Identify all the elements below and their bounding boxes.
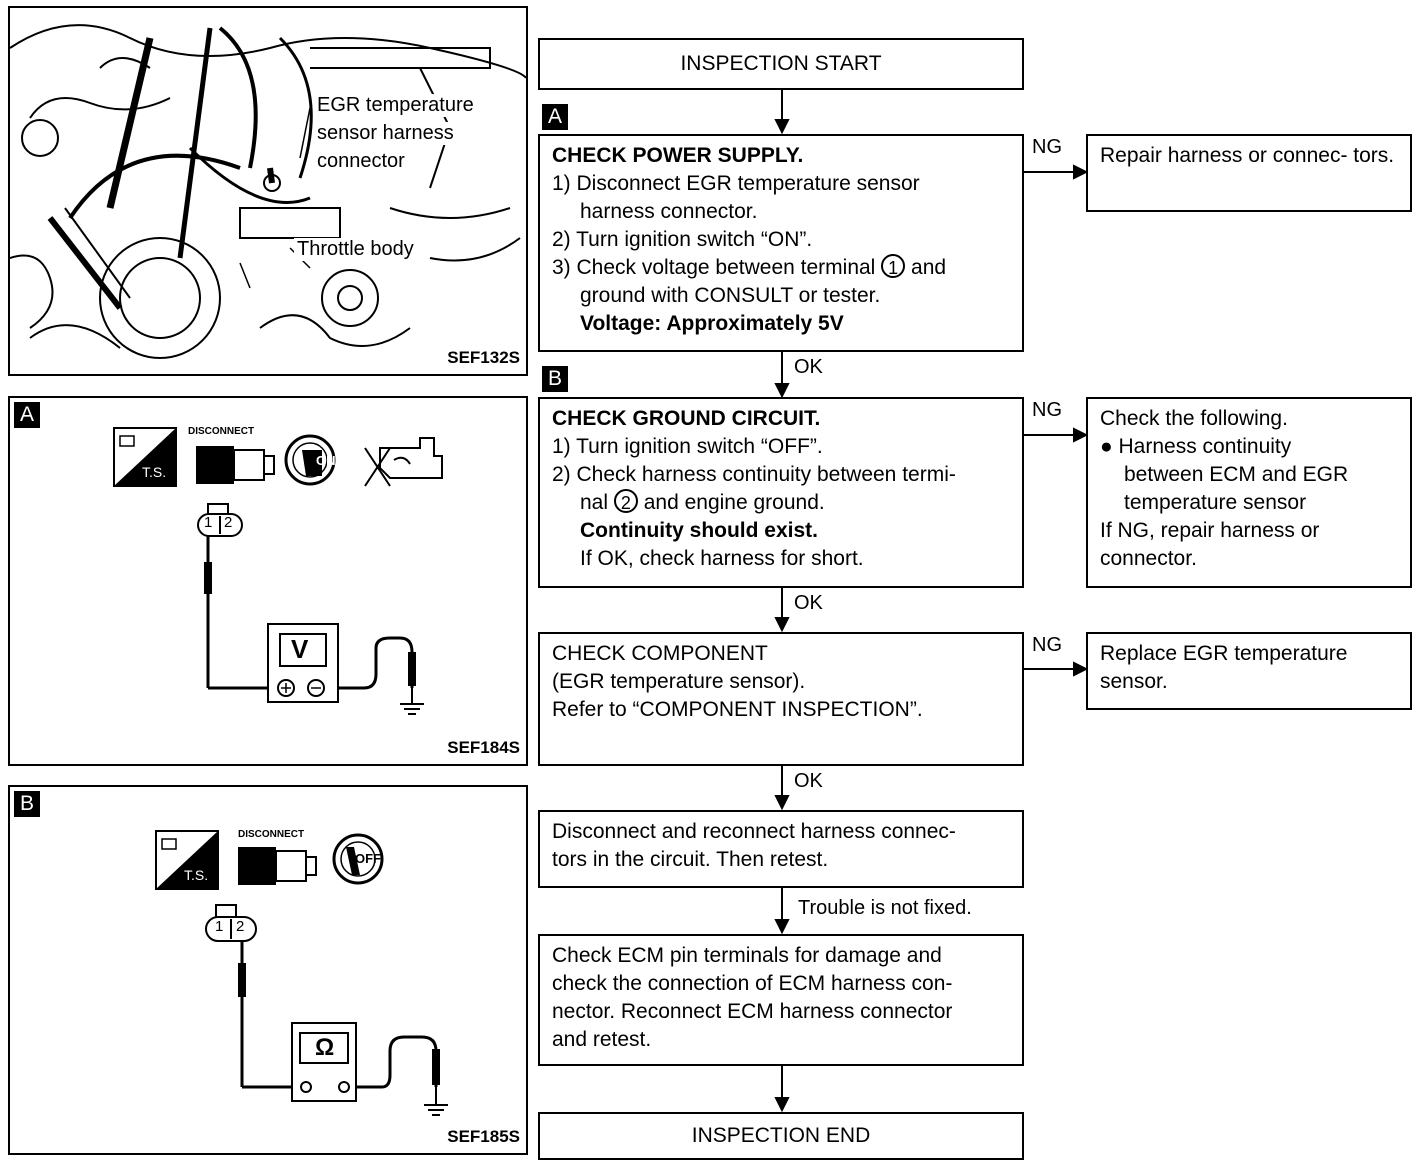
step-b-spec: Continuity should exist. xyxy=(580,519,819,542)
step-c-ng-action: Replace EGR temperature sensor. xyxy=(1100,642,1348,693)
inspection-start-label: INSPECTION START xyxy=(680,52,882,75)
step-a-line1b: harness connector. xyxy=(580,200,758,223)
step-a-ng-label: NG xyxy=(1032,136,1062,158)
connector-symbol xyxy=(197,503,243,537)
figure-code-photo: SEF132S xyxy=(447,348,520,367)
terminal-2-marker: 2 xyxy=(613,489,638,513)
step-b-ng-line5: connector. xyxy=(1100,547,1197,570)
test-diagram-panel-b: B xyxy=(8,785,528,1155)
step-b-ng-line4: If NG, repair harness or xyxy=(1100,519,1320,542)
step-b-line2b-post: and engine ground. xyxy=(643,491,825,514)
repair-harness-box: Repair harness or connec- tors. xyxy=(1086,134,1412,212)
ts-label-b: T.S. xyxy=(184,867,209,883)
disconnect-label-a: DISCONNECT xyxy=(188,426,255,437)
step-c-ng-label: NG xyxy=(1032,634,1062,656)
ignition-label-b: OFF xyxy=(355,851,381,866)
step-a-spec: Voltage: Approximately 5V xyxy=(580,312,844,335)
step-a-ng-action: Repair harness or connec- tors. xyxy=(1100,144,1395,167)
step-c-line3: Refer to “COMPONENT INSPECTION”. xyxy=(552,698,923,721)
step-b-line2a: 2) Check harness continuity between term… xyxy=(552,463,956,486)
inspection-end-box: INSPECTION END xyxy=(538,1112,1024,1160)
voltmeter-icon xyxy=(267,623,339,703)
step-b-ng-label: NG xyxy=(1032,399,1062,421)
connector-pin-2-b: 2 xyxy=(236,918,245,935)
panel-a-tag: A xyxy=(14,402,40,428)
step-b-line3: If OK, check harness for short. xyxy=(580,547,864,570)
disconnect-icon xyxy=(196,446,275,484)
ts-icon xyxy=(113,427,177,487)
meter-symbol-a: V xyxy=(291,634,309,664)
check-power-supply-box: CHECK POWER SUPPLY. 1) Disconnect EGR te… xyxy=(538,134,1024,352)
figure-code-a: SEF184S xyxy=(447,738,520,757)
step-a-line3b: and xyxy=(911,256,947,279)
step-e-line3: nector. Reconnect ECM harness connector xyxy=(552,1000,953,1023)
step-d-line1: Disconnect and reconnect harness connec- xyxy=(552,820,956,843)
step-a-line3: 3) Check voltage between terminal 1 and xyxy=(552,254,1010,282)
check-ground-circuit-box: CHECK GROUND CIRCUIT. 1) Turn ignition s… xyxy=(538,397,1024,588)
step-c-ok-label: OK xyxy=(794,770,823,792)
check-ecm-pins-box: Check ECM pin terminals for damage and c… xyxy=(538,934,1024,1066)
step-b-line2b: nal 2 and engine ground. xyxy=(552,489,1010,517)
step-b-ng-bullet3: temperature sensor xyxy=(1124,491,1307,514)
replace-sensor-box: Replace EGR temperature sensor. xyxy=(1086,632,1412,710)
step-b-ng-title: Check the following. xyxy=(1100,407,1288,430)
disconnect-icon xyxy=(238,847,317,885)
ignition-key-icon xyxy=(284,434,336,486)
step-a-line3a: 3) Check voltage between terminal xyxy=(552,256,876,279)
connector-pin-1-b: 1 xyxy=(215,918,224,935)
engine-bay-illustration xyxy=(10,24,526,359)
step-b-line1: 1) Turn ignition switch “OFF”. xyxy=(552,435,823,458)
step-c-line1: CHECK COMPONENT xyxy=(552,642,768,665)
trouble-not-fixed-label: Trouble is not fixed. xyxy=(798,897,972,919)
step-b-ng-bullet2: between ECM and EGR xyxy=(1124,463,1349,486)
ts-icon xyxy=(155,830,219,890)
step-b-ng-bullet: ● Harness continuity xyxy=(1100,435,1292,458)
step-b-line2b-pre: nal xyxy=(580,491,609,514)
connector-symbol xyxy=(205,904,257,942)
step-e-line2: check the connection of ECM harness con- xyxy=(552,972,953,995)
egr-connector-label-line3: connector xyxy=(314,150,408,173)
step-c-line2: (EGR temperature sensor). xyxy=(552,670,806,693)
ignition-key-icon xyxy=(332,833,384,885)
reconnect-harness-box: Disconnect and reconnect harness connec-… xyxy=(538,810,1024,888)
step-a-tag: A xyxy=(542,104,568,130)
step-a-line1: 1) Disconnect EGR temperature sensor xyxy=(552,172,920,195)
step-e-line4: and retest. xyxy=(552,1028,652,1051)
panel-a-icons xyxy=(113,427,443,715)
egr-connector-label-line1: EGR temperature xyxy=(314,94,477,117)
step-a-line2: 2) Turn ignition switch “ON”. xyxy=(552,228,813,251)
egr-connector-label-line2: sensor harness xyxy=(314,122,457,145)
check-component-box: CHECK COMPONENT (EGR temperature sensor)… xyxy=(538,632,1024,766)
disconnect-label-b: DISCONNECT xyxy=(238,829,305,840)
step-b-title: CHECK GROUND CIRCUIT. xyxy=(552,407,821,430)
connector-pin-2-a: 2 xyxy=(224,514,233,531)
step-a-ok-label: OK xyxy=(794,356,823,378)
figure-code-b: SEF185S xyxy=(447,1127,520,1146)
step-a-line3c: ground with CONSULT or tester. xyxy=(580,284,881,307)
step-e-line1: Check ECM pin terminals for damage and xyxy=(552,944,942,967)
ignition-label-a: ON xyxy=(316,453,336,468)
meter-symbol-b: Ω xyxy=(315,1034,335,1061)
panel-b-tag: B xyxy=(14,791,40,817)
step-d-line2: tors in the circuit. Then retest. xyxy=(552,848,829,871)
step-a-title: CHECK POWER SUPPLY. xyxy=(552,144,804,167)
ts-label-a: T.S. xyxy=(142,464,167,480)
panel-b-icons xyxy=(155,830,448,1116)
inspection-end-label: INSPECTION END xyxy=(691,1124,871,1147)
connector-pin-1-a: 1 xyxy=(204,514,213,531)
test-diagram-panel-a: A xyxy=(8,396,528,766)
ohmmeter-icon xyxy=(291,1022,357,1102)
terminal-1-marker: 1 xyxy=(881,254,906,278)
inspection-start-box: INSPECTION START xyxy=(538,38,1024,90)
throttle-body-label: Throttle body xyxy=(294,238,417,261)
step-b-tag: B xyxy=(542,366,568,392)
check-following-box: Check the following. ● Harness continuit… xyxy=(1086,397,1412,588)
engine-icon xyxy=(364,437,443,487)
step-b-ok-label: OK xyxy=(794,592,823,614)
engine-photo-panel: EGR temperature sensor harness connector… xyxy=(8,6,528,376)
